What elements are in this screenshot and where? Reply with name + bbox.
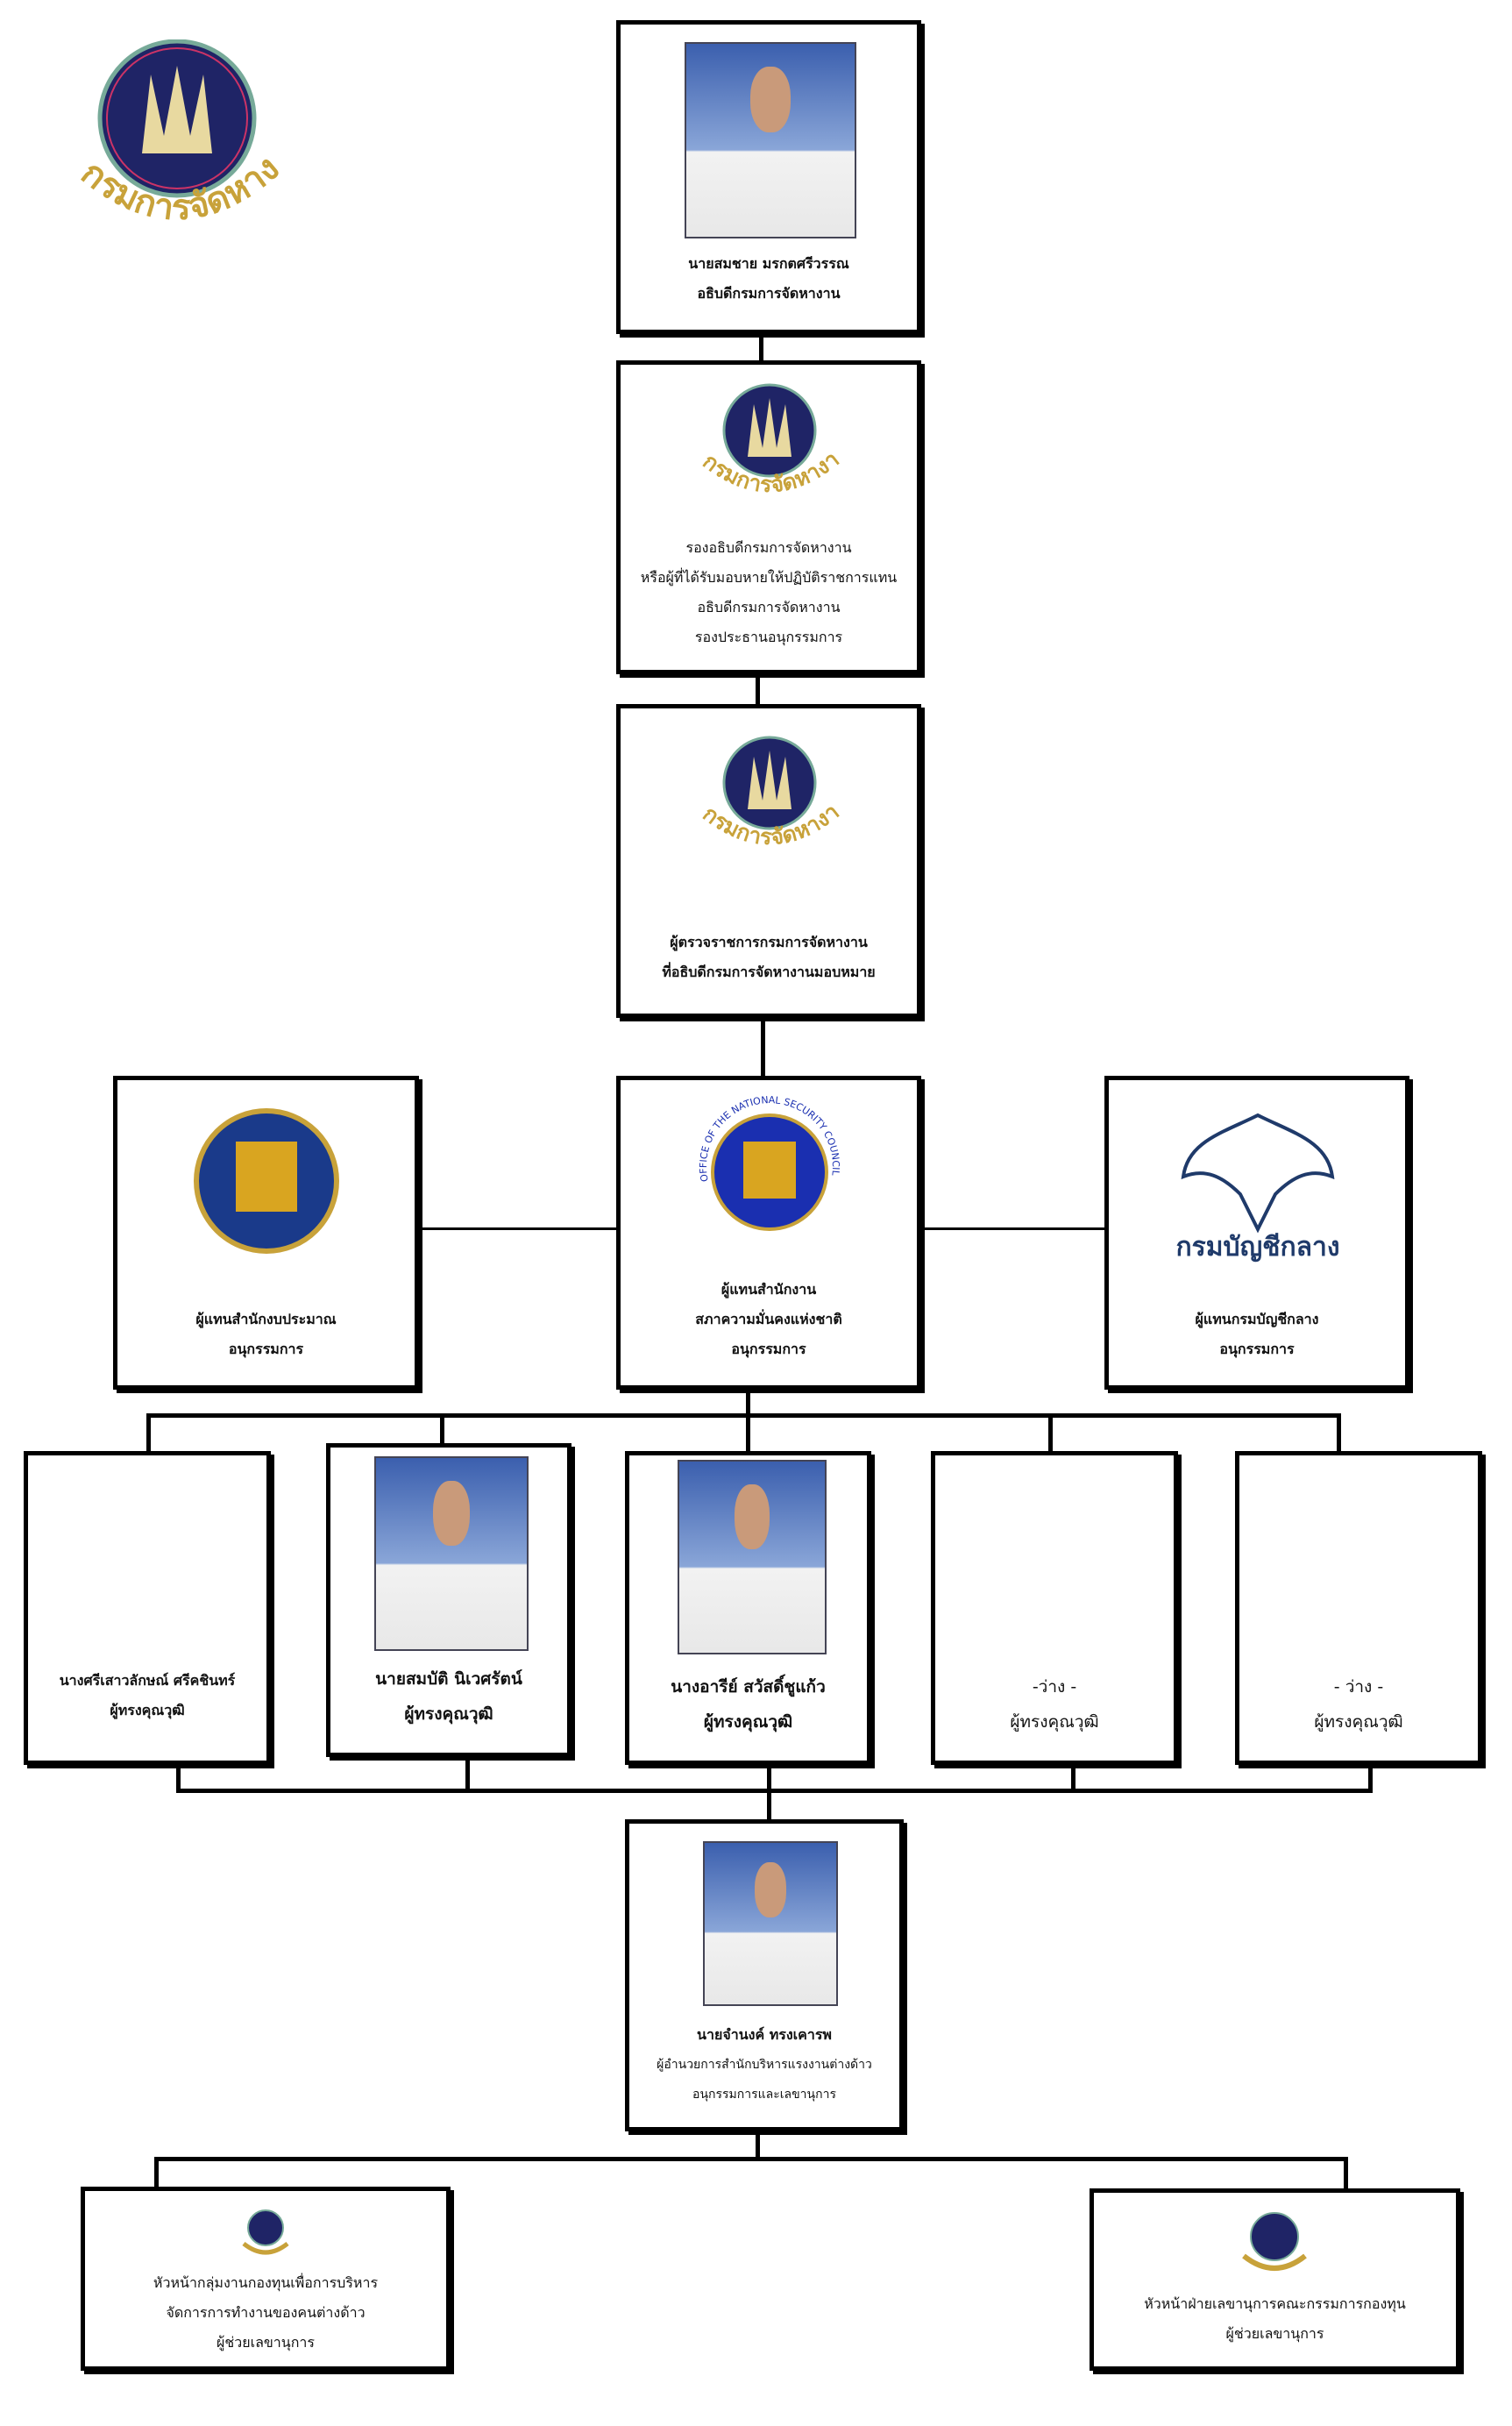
bus-line	[154, 2157, 1348, 2161]
rep-line: อนุกรรมการ	[228, 1341, 304, 1357]
connector	[440, 1413, 444, 1445]
department-logo: กรมการจัดหางาน	[691, 735, 844, 850]
secretary-box: นายจำนงค์ ทรงเคารพ ผู้อำนวยการสำนักบริหา…	[625, 1819, 904, 2131]
connector	[761, 1018, 765, 1078]
bus-line	[176, 1789, 1373, 1793]
expert-box: นางศรีเสาวลักษณ์ ศรีคชินทร์ ผู้ทรงคุณวุฒ…	[24, 1451, 271, 1765]
connector	[756, 2131, 760, 2160]
budget-bureau-seal	[194, 1108, 339, 1254]
deputy-line: รองประธานอนุกรรมการ	[694, 629, 843, 645]
expert-title: ผู้ทรงคุณวุฒิ	[110, 1702, 185, 1718]
connector	[154, 2157, 159, 2188]
secretary-line: อนุกรรมการและเลขานุการ	[692, 2088, 836, 2102]
connector	[921, 1227, 1107, 1230]
connector	[1344, 2157, 1348, 2188]
rep-nsc-box: OFFICE OF THE NATIONAL SECURITY COUNCIL …	[616, 1076, 921, 1390]
comptroller-garuda-logo: กรมบัญชีกลาง	[1175, 1113, 1340, 1263]
deputy-line: รองอธิบดีกรมการจัดหางาน	[685, 539, 852, 556]
expert-title: ผู้ทรงคุณวุฒิ	[1010, 1712, 1099, 1732]
deputy-line: หรือผู้ที่ได้รับมอบหายให้ปฏิบัติราชการแท…	[640, 569, 898, 586]
inspector-line: ที่อธิบดีกรมการจัดหางานมอบหมาย	[662, 964, 876, 980]
expert-name: นางศรีเสาวลักษณ์ ศรีคชินทร์	[59, 1672, 236, 1689]
rep-line: ผู้แทนสำนักงาน	[721, 1281, 817, 1298]
rep-line: ผู้แทนกรมบัญชีกลาง	[1195, 1311, 1319, 1327]
secretary-line: ผู้อำนวยการสำนักบริหารแรงงานต่างด้าว	[657, 2058, 872, 2072]
rep-line: อนุกรรมการ	[731, 1341, 806, 1357]
connector	[465, 1757, 470, 1791]
rep-comptroller-box: กรมบัญชีกลาง ผู้แทนกรมบัญชีกลาง อนุกรรมก…	[1104, 1076, 1409, 1390]
connector	[1368, 1765, 1373, 1791]
connector	[756, 674, 760, 706]
director-title: อธิบดีกรมการจัดหางาน	[697, 285, 841, 302]
rep-line: สภาความมั่นคงแห่งชาติ	[695, 1311, 842, 1327]
rep-budget-box: ผู้แทนสำนักงบประมาณ อนุกรรมการ	[113, 1076, 419, 1390]
inspector-box: กรมการจัดหางาน ผู้ตรวจราชการกรมการจัดหาง…	[616, 704, 921, 1018]
connector	[419, 1227, 621, 1230]
assistant-line: ผู้ช่วยเลขานุการ	[217, 2334, 315, 2351]
expert-box: นางอารีย์ สวัสดิ์ชูแก้ว ผู้ทรงคุณวุฒิ	[625, 1451, 871, 1765]
connector	[1071, 1765, 1075, 1791]
rep-line: ผู้แทนสำนักงบประมาณ	[195, 1311, 337, 1327]
expert-title: ผู้ทรงคุณวุฒิ	[1314, 1712, 1403, 1732]
expert-photo	[678, 1460, 827, 1654]
assistant-line: จัดการการทำงานของคนต่างด้าว	[166, 2304, 366, 2321]
assistant-line: ผู้ช่วยเลขานุการ	[1225, 2325, 1324, 2342]
expert-photo	[374, 1456, 529, 1651]
expert-name: นางอารีย์ สวัสดิ์ชูแก้ว	[671, 1677, 826, 1697]
bus-line	[146, 1413, 1340, 1418]
connector	[767, 1765, 771, 1821]
expert-box-vacant: -ว่าง - ผู้ทรงคุณวุฒิ	[931, 1451, 1178, 1765]
department-logo: กรมการจัดหางาน	[691, 382, 844, 497]
comptroller-logo-text: กรมบัญชีกลาง	[1175, 1232, 1339, 1263]
expert-name: -ว่าง -	[1032, 1677, 1077, 1697]
connector	[746, 1390, 750, 1416]
assistant-box: หัวหน้ากลุ่มงานกองทุนเพื่อการบริหาร จัดก…	[81, 2187, 451, 2371]
department-logo	[1242, 2212, 1307, 2271]
director-photo	[685, 42, 856, 238]
connector	[759, 334, 763, 362]
connector	[146, 1413, 151, 1452]
expert-title: ผู้ทรงคุณวุฒิ	[404, 1704, 493, 1724]
expert-title: ผู้ทรงคุณวุฒิ	[703, 1712, 793, 1732]
connector	[746, 1413, 750, 1452]
rep-line: อนุกรรมการ	[1219, 1341, 1295, 1357]
director-box: นายสมชาย มรกตศรีวรรณ อธิบดีกรมการจัดหางา…	[616, 20, 921, 334]
expert-box-vacant: - ว่าง - ผู้ทรงคุณวุฒิ	[1235, 1451, 1482, 1765]
expert-name: นายสมบัติ นิเวศรัตน์	[375, 1669, 522, 1689]
assistant-line: หัวหน้าฝ่ายเลขานุการคณะกรรมการกองทุน	[1144, 2295, 1406, 2312]
assistant-box: หัวหน้าฝ่ายเลขานุการคณะกรรมการกองทุน ผู้…	[1090, 2188, 1460, 2371]
connector	[1048, 1413, 1053, 1452]
department-logo: กรมการจัดหางาน	[63, 39, 287, 228]
deputy-line: อธิบดีกรมการจัดหางาน	[697, 599, 841, 615]
expert-box: นายสมบัติ นิเวศรัตน์ ผู้ทรงคุณวุฒิ	[326, 1443, 571, 1757]
department-logo	[242, 2209, 289, 2255]
assistant-line: หัวหน้ากลุ่มงานกองทุนเพื่อการบริหาร	[153, 2274, 379, 2291]
secretary-name: นายจำนงค์ ทรงเคารพ	[697, 2026, 832, 2043]
deputy-box: กรมการจัดหางาน รองอธิบดีกรมการจัดหางาน ห…	[616, 360, 921, 674]
director-name: นายสมชาย มรกตศรีวรรณ	[688, 255, 849, 272]
inspector-line: ผู้ตรวจราชการกรมการจัดหางาน	[670, 934, 868, 950]
nsc-seal: OFFICE OF THE NATIONAL SECURITY COUNCIL	[698, 1094, 841, 1231]
secretary-photo	[703, 1841, 838, 2006]
connector	[1337, 1413, 1341, 1452]
connector	[176, 1765, 181, 1791]
expert-name: - ว่าง -	[1333, 1677, 1384, 1697]
